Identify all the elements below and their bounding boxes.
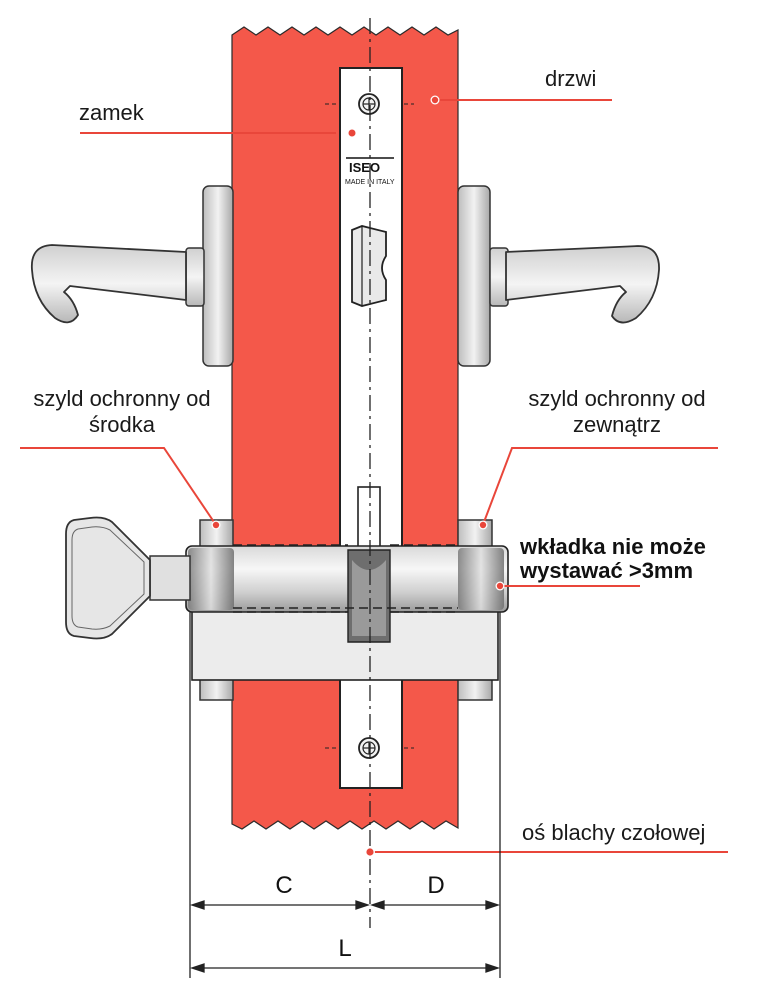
euro-cylinder	[185, 544, 509, 681]
dimension-lines	[189, 612, 501, 978]
lock-brand: ISEO	[349, 160, 380, 175]
dimension-c-label: C	[275, 872, 292, 899]
inner-handle-neck	[185, 247, 205, 307]
key-blade	[149, 555, 191, 601]
label-lock: zamek	[79, 100, 145, 125]
latch-bolt	[351, 225, 387, 307]
deadbolt-slot	[357, 486, 381, 550]
outer-handle	[457, 185, 660, 367]
label-outer-plate-line1: szyld ochronny od	[528, 386, 705, 411]
label-door: drzwi	[545, 66, 596, 91]
inner-handle	[30, 185, 234, 367]
label-faceplate-axis: oś blachy czołowej	[522, 820, 705, 845]
inner-rose	[202, 185, 234, 367]
outer-rose	[457, 185, 491, 367]
key-bow	[65, 516, 151, 640]
label-inner-plate-line2: środka	[89, 412, 156, 437]
inner-lever	[30, 244, 187, 324]
dimension-d-label: D	[427, 872, 444, 899]
label-outer-plate-line2: zewnątrz	[573, 412, 661, 437]
label-cylinder-line2: wystawać >3mm	[519, 558, 693, 583]
callouts	[20, 95, 728, 857]
label-cylinder-line1: wkładka nie może	[519, 534, 706, 559]
key	[65, 516, 191, 640]
dimension-l-label: L	[338, 935, 351, 962]
label-inner-plate-line1: szyld ochronny od	[33, 386, 210, 411]
outer-lever	[505, 245, 660, 324]
lock-made-in: MADE IN ITALY	[345, 179, 395, 186]
